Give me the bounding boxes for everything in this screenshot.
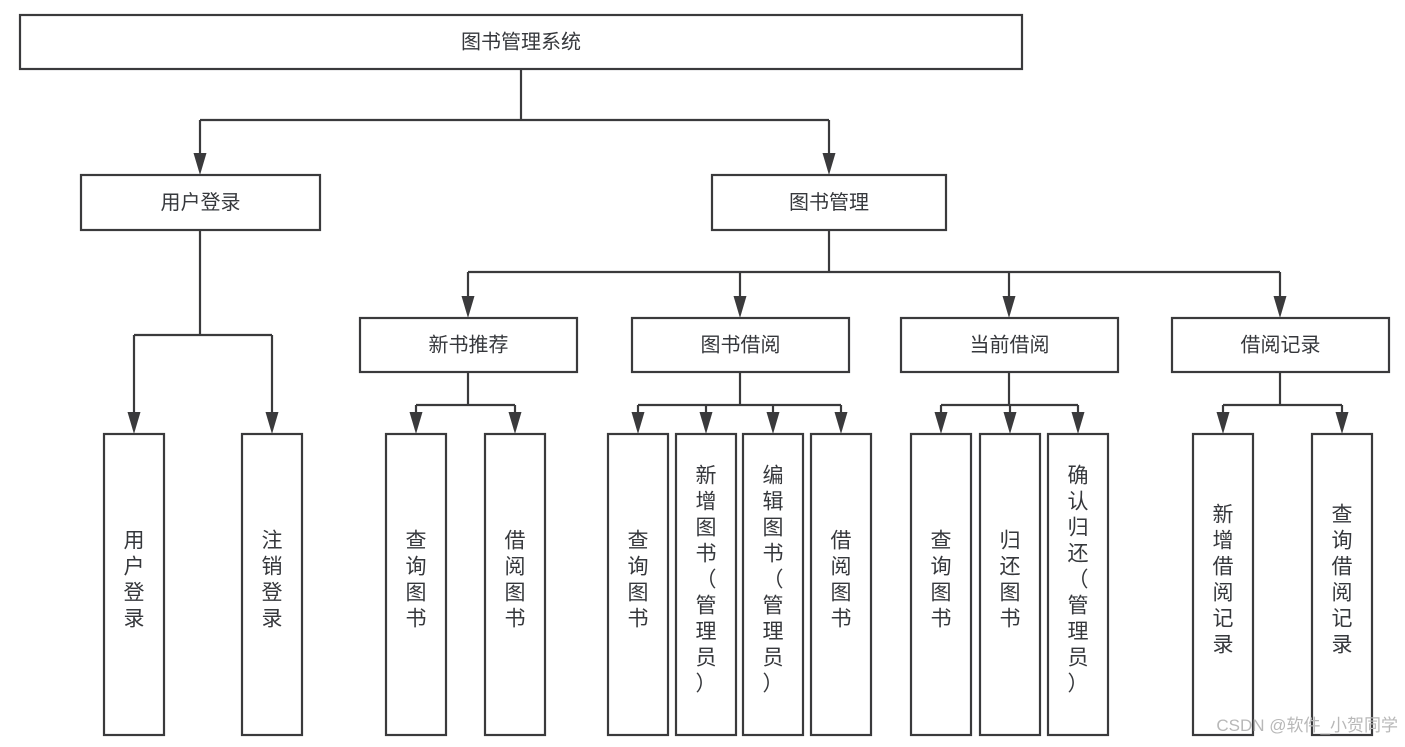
arrow-head-icon — [631, 412, 645, 434]
node-box-current-borrow[interactable] — [899, 316, 1120, 374]
connector-book-borrow — [631, 372, 848, 434]
node-box-user-login[interactable] — [79, 173, 322, 232]
node-root[interactable]: 图书管理系统 — [18, 13, 1024, 71]
node-box-query-book-2[interactable] — [606, 432, 670, 737]
arrow-head-icon — [733, 296, 747, 318]
arrow-head-icon — [766, 412, 780, 434]
node-label-add-book-admin: 新增图书（管理员） — [696, 465, 717, 696]
node-user-login[interactable]: 用户登录 — [79, 173, 322, 232]
node-box-root[interactable] — [18, 13, 1024, 71]
connector-book-manage — [461, 230, 1287, 318]
node-box-query-borrow-record[interactable] — [1310, 432, 1374, 737]
node-box-add-borrow-record[interactable] — [1191, 432, 1255, 737]
node-user-login-do[interactable]: 用户登录 — [102, 432, 166, 737]
node-query-book-2[interactable]: 查询图书 — [606, 432, 670, 737]
node-box-edit-book-admin[interactable] — [741, 432, 805, 737]
node-query-borrow-record[interactable]: 查询借阅记录 — [1310, 432, 1374, 737]
node-box-user-login-do[interactable] — [102, 432, 166, 737]
arrow-head-icon — [699, 412, 713, 434]
connector-root — [193, 69, 836, 175]
node-query-book-3[interactable]: 查询图书 — [909, 432, 973, 737]
node-box-confirm-return-admin[interactable] — [1046, 432, 1110, 737]
arrow-head-icon — [822, 153, 836, 175]
node-edit-book-admin[interactable]: 编辑图书（管理员） — [741, 432, 805, 737]
node-return-book[interactable]: 归还图书 — [978, 432, 1042, 737]
connector-borrow-record — [1216, 372, 1349, 434]
node-label-add-borrow-record: 新增借阅记录 — [1213, 504, 1234, 657]
node-box-return-book[interactable] — [978, 432, 1042, 737]
connector-user-login — [127, 230, 279, 434]
arrow-head-icon — [1216, 412, 1230, 434]
arrow-head-icon — [1003, 412, 1017, 434]
node-box-user-logout[interactable] — [240, 432, 304, 737]
arrow-head-icon — [1071, 412, 1085, 434]
arrow-head-icon — [1002, 296, 1016, 318]
node-label-user-logout: 注销登录 — [262, 530, 283, 631]
arrow-head-icon — [1335, 412, 1349, 434]
node-label-edit-book-admin: 编辑图书（管理员） — [763, 465, 784, 696]
arrow-head-icon — [409, 412, 423, 434]
node-label-borrow-book-1: 借阅图书 — [505, 530, 526, 631]
node-box-borrow-book-1[interactable] — [483, 432, 547, 737]
node-borrow-record[interactable]: 借阅记录 — [1170, 316, 1391, 374]
node-label-query-book-2: 查询图书 — [628, 530, 649, 631]
node-label-return-book: 归还图书 — [1000, 530, 1021, 631]
node-label-borrow-book-2: 借阅图书 — [831, 530, 852, 631]
node-add-book-admin[interactable]: 新增图书（管理员） — [674, 432, 738, 737]
nodes-layer: 图书管理系统用户登录用户登录注销登录图书管理新书推荐查询图书借阅图书图书借阅查询… — [18, 13, 1391, 737]
node-label-root: 图书管理系统 — [461, 30, 581, 53]
node-box-borrow-book-2[interactable] — [809, 432, 873, 737]
node-book-manage[interactable]: 图书管理 — [710, 173, 948, 232]
arrow-head-icon — [193, 153, 207, 175]
node-label-query-borrow-record: 查询借阅记录 — [1332, 504, 1353, 657]
node-box-query-book-1[interactable] — [384, 432, 448, 737]
node-label-current-borrow: 当前借阅 — [970, 333, 1050, 356]
node-query-book-1[interactable]: 查询图书 — [384, 432, 448, 737]
arrow-head-icon — [934, 412, 948, 434]
node-box-book-borrow[interactable] — [630, 316, 851, 374]
arrow-head-icon — [508, 412, 522, 434]
node-add-borrow-record[interactable]: 新增借阅记录 — [1191, 432, 1255, 737]
node-label-query-book-1: 查询图书 — [406, 530, 427, 631]
arrow-head-icon — [834, 412, 848, 434]
arrow-head-icon — [127, 412, 141, 434]
node-label-book-manage: 图书管理 — [789, 191, 869, 214]
node-box-query-book-3[interactable] — [909, 432, 973, 737]
node-box-add-book-admin[interactable] — [674, 432, 738, 737]
arrow-head-icon — [265, 412, 279, 434]
csdn-watermark: CSDN @软件_小贺同学 — [1216, 716, 1398, 735]
node-label-user-login: 用户登录 — [161, 191, 241, 214]
node-new-book-recommend[interactable]: 新书推荐 — [358, 316, 579, 374]
node-current-borrow[interactable]: 当前借阅 — [899, 316, 1120, 374]
connectors-layer — [127, 69, 1349, 434]
node-borrow-book-2[interactable]: 借阅图书 — [809, 432, 873, 737]
arrow-head-icon — [461, 296, 475, 318]
node-user-logout[interactable]: 注销登录 — [240, 432, 304, 737]
node-label-confirm-return-admin: 确认归还（管理员） — [1068, 465, 1089, 696]
node-label-query-book-3: 查询图书 — [931, 530, 952, 631]
node-book-borrow[interactable]: 图书借阅 — [630, 316, 851, 374]
node-box-borrow-record[interactable] — [1170, 316, 1391, 374]
node-label-borrow-record: 借阅记录 — [1241, 333, 1321, 356]
arrow-head-icon — [1273, 296, 1287, 318]
connector-current-borrow — [934, 372, 1085, 434]
node-borrow-book-1[interactable]: 借阅图书 — [483, 432, 547, 737]
node-label-user-login-do: 用户登录 — [124, 530, 145, 631]
node-box-book-manage[interactable] — [710, 173, 948, 232]
node-confirm-return-admin[interactable]: 确认归还（管理员） — [1046, 432, 1110, 737]
connector-new-book-recommend — [409, 372, 522, 434]
node-box-new-book-recommend[interactable] — [358, 316, 579, 374]
node-label-new-book-recommend: 新书推荐 — [429, 333, 509, 356]
node-label-book-borrow: 图书借阅 — [701, 333, 781, 356]
